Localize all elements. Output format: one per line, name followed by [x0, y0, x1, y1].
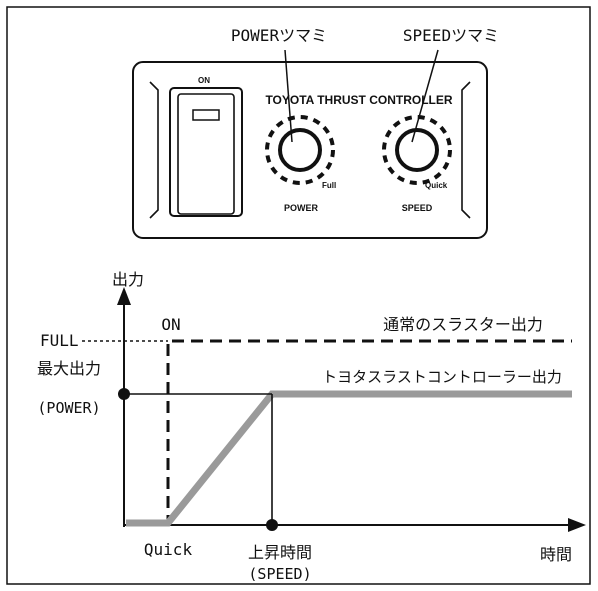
rocker-switch-paddle[interactable] [177, 93, 235, 215]
rise-time-marker [266, 519, 278, 531]
y-axis-arrowhead [117, 287, 131, 305]
x-axis-label: 時間 [540, 545, 572, 564]
on-label: ON [161, 315, 180, 334]
speed-callout-leader [411, 49, 439, 143]
power-knob[interactable] [278, 128, 322, 172]
max-output-marker [118, 388, 130, 400]
switch-indicator-window [192, 109, 220, 121]
speed-knob-scale [382, 115, 452, 185]
rise-time-label: 上昇時間 [248, 543, 312, 562]
output-graph: 出力 時間 FULL ON 通常のスラスター出力 トヨタスラストコントローラー出… [37, 270, 586, 583]
outer-frame [6, 6, 591, 585]
power-knob-label: POWER [284, 203, 319, 213]
speed-knob-callout: SPEEDツマミ [403, 26, 499, 45]
max-output-sublabel: (POWER) [37, 399, 100, 417]
toyota-controller-output-label: トヨタスラストコントローラー出力 [322, 368, 562, 386]
toyota-controller-output-line [126, 390, 572, 527]
max-output-label: 最大出力 [37, 359, 101, 378]
rise-time-sublabel: (SPEED) [248, 565, 311, 583]
panel-title: TOYOTA THRUST CONTROLLER [265, 93, 452, 107]
switch-label: ON [198, 76, 210, 85]
y-axis-label: 出力 [112, 270, 144, 289]
controller-panel: ON TOYOTA THRUST CONTROLLER Full POWER Q… [132, 61, 488, 239]
panel-right-bracket [461, 81, 471, 219]
power-knob-scale [265, 115, 335, 185]
normal-thruster-output-label: 通常のスラスター出力 [383, 315, 543, 334]
x-axis-arrowhead [568, 518, 586, 532]
quick-label: Quick [144, 540, 193, 559]
power-scale-label: Full [322, 181, 336, 190]
full-level-label: FULL [40, 331, 79, 350]
speed-knob[interactable] [395, 128, 439, 172]
power-callout-leader [284, 49, 293, 143]
speed-knob-label: SPEED [402, 203, 433, 213]
speed-scale-label: Quick [425, 181, 448, 190]
panel-left-bracket [149, 81, 159, 219]
power-knob-callout: POWERツマミ [231, 26, 327, 45]
